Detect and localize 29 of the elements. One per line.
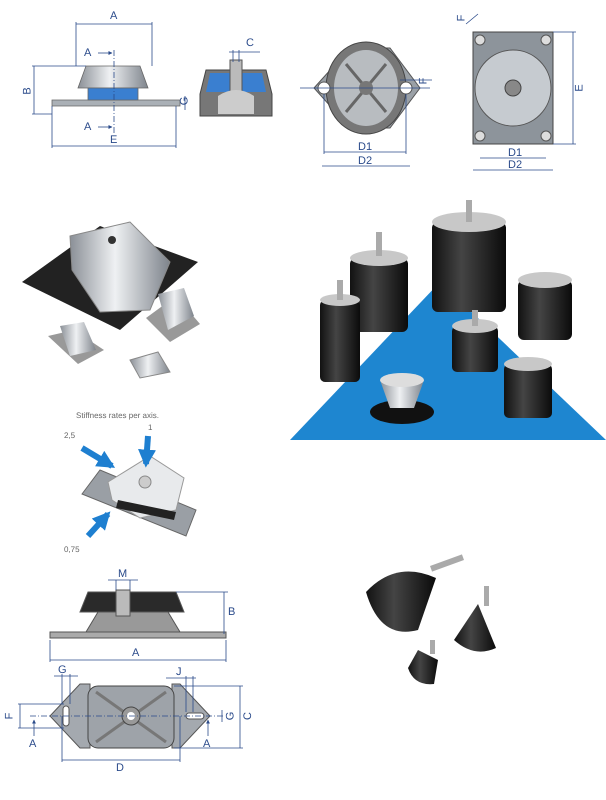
dimension-letter: B <box>22 87 34 95</box>
dimension-letter: G <box>224 712 236 720</box>
dimension-letter: D2 <box>358 155 372 167</box>
dimension-letter: C <box>246 37 254 49</box>
stiffness-value: 2,5 <box>64 430 76 442</box>
dimension-letter: M <box>118 568 128 580</box>
section-marker: A <box>84 121 92 133</box>
dimension-letter: C <box>242 712 254 720</box>
dimension-letter: A <box>110 10 118 22</box>
section-marker: A <box>29 738 36 750</box>
dimension-letter: E <box>574 84 586 92</box>
dimension-letter: E <box>110 134 118 146</box>
dimension-letter: F <box>3 712 16 720</box>
section-marker: A <box>203 738 210 750</box>
dimension-letter: D1 <box>508 147 522 159</box>
stiffness-value: 0,75 <box>64 544 80 556</box>
section-marker: A <box>84 47 92 59</box>
dimension-letter: F <box>417 78 430 84</box>
dimension-letter: D1 <box>358 141 372 153</box>
stiffness-value: 1 <box>148 422 152 434</box>
dimension-letter: G <box>58 664 67 676</box>
chart-note: Stiffness rates per axis. <box>76 410 159 422</box>
dimension-letter: F <box>455 14 468 22</box>
dimension-letter: B <box>228 606 236 618</box>
dimension-letter: J <box>176 666 182 678</box>
dimension-letter: G <box>178 96 190 106</box>
dimension-letter: D2 <box>508 159 522 171</box>
dimension-letter: D <box>116 762 124 774</box>
dimension-letter: A <box>132 647 140 659</box>
